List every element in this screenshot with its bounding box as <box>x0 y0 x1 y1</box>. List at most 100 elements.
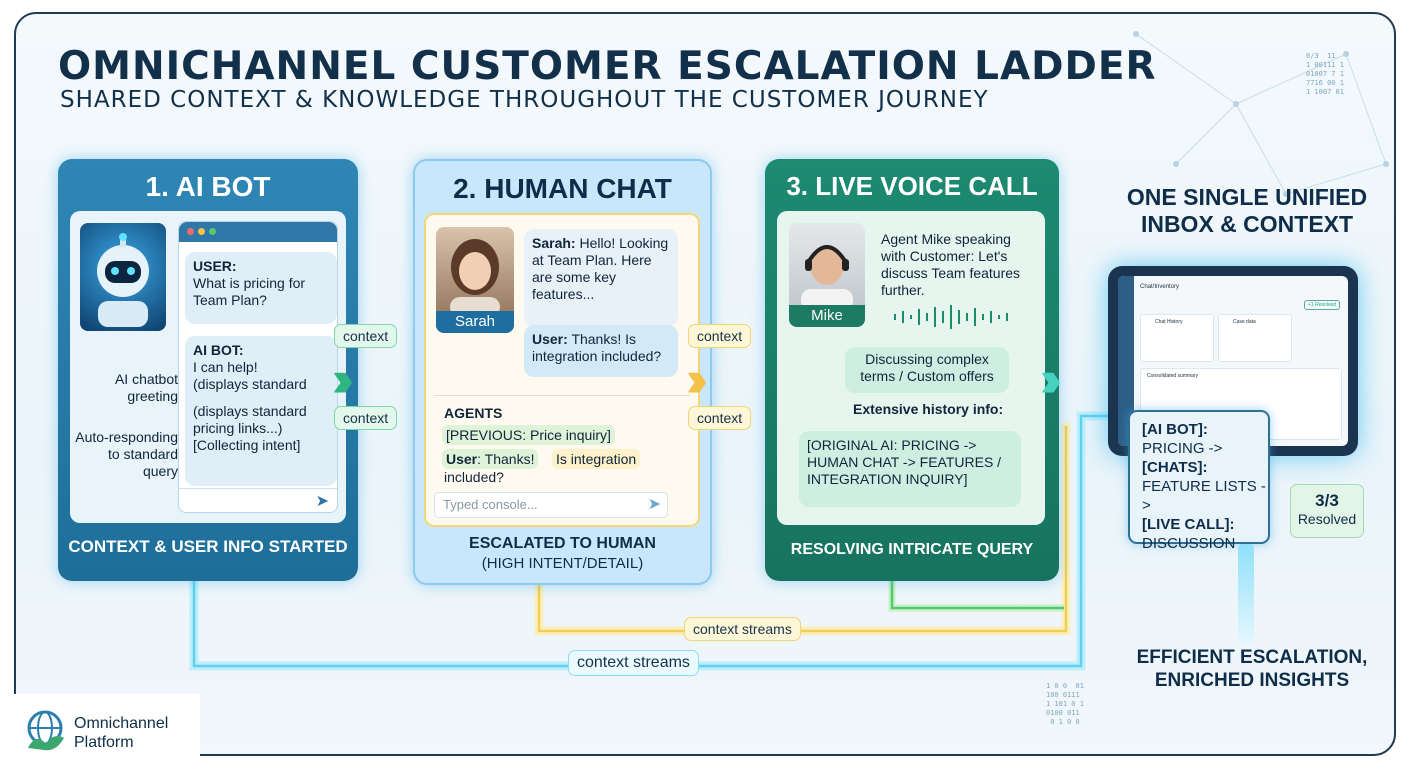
infographic-frame: 0/3 11 1 00111 1 01007 7 1 7716 00 1 1 1… <box>14 12 1396 756</box>
stage-human-chat-title: 2. HUMAN CHAT <box>453 173 672 204</box>
voice-call-inner: Mike Agent Mike speaking with Customer: … <box>777 211 1045 525</box>
bot-chat-window: USER: What is pricing for Team Plan? AI … <box>178 221 338 513</box>
tablet-card-case: Case data <box>1218 314 1292 362</box>
send-icon[interactable]: ➤ <box>315 493 329 510</box>
stage-human-chat-panel: 2. HUMAN CHAT Sarah Sarah: Hello! Lookin… <box>413 159 712 585</box>
bot-text-1: I can help! <box>193 359 258 375</box>
binary-decoration-bottom: 1 0 0 01 100 0111 1 101 0 1 0100 011 0 1… <box>1046 682 1084 726</box>
stage-human-chat-footer: ESCALATED TO HUMAN <box>469 535 656 552</box>
user-message: What is pricing for Team Plan? <box>193 275 306 308</box>
tablet-card-case-label: Case data <box>1233 319 1256 325</box>
bot-text-2: (displays standard <box>193 376 307 392</box>
user-reply-bubble: User: Thanks! Is integration included? <box>524 325 678 377</box>
tablet-sidebar <box>1118 276 1134 446</box>
console-send-icon[interactable]: ➤ <box>647 496 661 513</box>
tablet-header: Chat/Inventory <box>1140 284 1180 290</box>
user-message-bubble: USER: What is pricing for Team Plan? <box>185 252 337 324</box>
user-reply-text: Thanks! Is integration included? <box>532 331 662 364</box>
brand-block: Omnichannel Platform <box>0 694 200 768</box>
mike-name-label: Mike <box>789 305 865 327</box>
ai-bot-inner: USER: What is pricing for Team Plan? AI … <box>70 211 346 523</box>
history-label: Extensive history info: <box>853 401 1004 417</box>
context-tag-2-bottom: context <box>688 406 752 430</box>
history-summary-box: [ORIGINAL AI: PRICING -> HUMAN CHAT -> F… <box>799 431 1021 507</box>
context-tag-1-bottom: context <box>334 406 398 430</box>
globe-leaf-logo-icon <box>27 710 64 751</box>
page-subtitle: SHARED CONTEXT & KNOWLEDGE THROUGHOUT TH… <box>60 87 989 113</box>
network-decoration <box>1133 31 1389 197</box>
sum-call-text: DISCUSSION <box>1142 535 1236 552</box>
unified-footer-line1: EFFICIENT ESCALATION, <box>1136 647 1368 668</box>
context-stream-lines <box>189 411 1131 671</box>
discussing-terms-box: Discussing complex terms / Custom offers <box>845 347 1009 393</box>
unified-footer: EFFICIENT ESCALATION, ENRICHED INSIGHTS <box>1124 646 1380 692</box>
console-placeholder: Typed console... <box>443 497 538 512</box>
chevron-arrows-2-icon: ››› <box>686 351 708 407</box>
soundwave-icon <box>894 305 1008 329</box>
sarah-avatar: Sarah <box>436 227 514 333</box>
unified-footer-line2: ENRICHED INSIGHTS <box>1154 670 1350 691</box>
resolved-count: 3/3 <box>1315 491 1339 510</box>
window-titlebar <box>179 222 337 242</box>
stage-ai-bot-title: 1. AI BOT <box>145 171 271 202</box>
tablet-resolve-button[interactable]: +1 Resolved <box>1304 300 1340 310</box>
user-label: USER: <box>193 258 237 274</box>
unified-title-line2: INBOX & CONTEXT <box>1140 211 1354 237</box>
unified-title-line1: ONE SINGLE UNIFIED <box>1126 184 1368 210</box>
tablet-card-history: Chat History <box>1140 314 1214 362</box>
sum-ai-label: [AI BOT]: <box>1142 421 1208 438</box>
note-auto-responding: Auto-responding to standard query <box>75 429 178 479</box>
user-thanks-tag: User: Thanks! <box>442 449 539 469</box>
stage-human-chat-footer-sub: (HIGH INTENT/DETAIL) <box>481 555 644 572</box>
window-max-dot <box>209 228 216 235</box>
context-tag-2-top: context <box>688 324 752 348</box>
stage-live-voice-footer: RESOLVING INTRICATE QUERY <box>790 541 1034 558</box>
resolved-badge: 3/3 Resolved <box>1290 484 1364 538</box>
sarah-name-label: Sarah <box>436 311 514 333</box>
brand-name-line2: Platform <box>74 734 134 751</box>
inbox-stream-glow <box>1238 544 1254 644</box>
consolidated-summary-box: [AI BOT]: PRICING -> [CHATS]: FEATURE LI… <box>1128 410 1270 552</box>
context-streams-label-yellow: context streams <box>684 617 801 641</box>
stage-live-voice-title: 3. LIVE VOICE CALL <box>786 171 1038 201</box>
chevron-arrows-3-icon: ››› <box>1040 351 1062 407</box>
robot-icon <box>97 233 149 327</box>
bot-input-bar[interactable]: ➤ <box>179 488 337 513</box>
bot-text-4: [Collecting intent] <box>193 437 301 453</box>
bot-label: AI BOT: <box>193 342 244 358</box>
sarah-msg-name: Sarah: <box>532 235 576 251</box>
stage-ai-bot-panel: 1. AI BOT USER: What <box>58 159 358 581</box>
context-tag-1-top: context <box>334 324 398 348</box>
chat-divider <box>434 395 690 396</box>
brand-name-line1: Omnichannel <box>74 715 169 732</box>
agents-label: AGENTS <box>444 405 503 421</box>
chevron-arrows-1-icon: ››› <box>332 351 354 407</box>
stage-live-voice-panel: 3. LIVE VOICE CALL Mike Agent Mike speak… <box>765 159 1059 581</box>
sarah-message-bubble: Sarah: Hello! Looking at Team Plan. Here… <box>524 229 678 327</box>
integration-tag: Is integration <box>552 449 641 469</box>
robot-avatar <box>80 223 166 331</box>
tablet-summary-label: Consolidated summary <box>1147 373 1199 379</box>
user-tag-name: User <box>446 451 478 467</box>
unified-inbox-title: ONE SINGLE UNIFIED INBOX & CONTEXT <box>1112 184 1382 238</box>
brand-name: Omnichannel Platform <box>74 714 168 752</box>
sarah-msg-text: Hello! Looking at Team Plan. Here are so… <box>532 235 669 302</box>
note-chatbot-greeting: AI chatbot greeting <box>114 371 178 404</box>
resolved-label: Resolved <box>1297 511 1357 527</box>
console-input[interactable]: Typed console... ➤ <box>434 492 668 518</box>
sum-chat-label: [CHATS]: <box>1142 459 1208 476</box>
integration-tail: included? <box>444 469 504 485</box>
context-streams-label-blue: context streams <box>568 650 699 676</box>
user-reply-name: User: <box>532 331 568 347</box>
mike-avatar: Mike <box>789 223 865 327</box>
window-close-dot <box>187 228 194 235</box>
bot-message-bubble: AI BOT: I can help! (displays standard (… <box>185 336 337 486</box>
binary-decoration: 0/3 11 1 00111 1 01007 7 1 7716 00 1 1 1… <box>1306 52 1344 96</box>
sum-call-label: [LIVE CALL]: <box>1142 516 1235 533</box>
window-min-dot <box>198 228 205 235</box>
sum-chat-text: FEATURE LISTS -> <box>1142 478 1266 514</box>
agent-speaking-text: Agent Mike speaking with Customer: Let's… <box>881 231 1021 298</box>
sum-ai-text: PRICING -> <box>1142 440 1223 457</box>
page-title: OMNICHANNEL CUSTOMER ESCALATION LADDER <box>58 44 1157 89</box>
previous-inquiry-tag: [PREVIOUS: Price inquiry] <box>442 425 615 445</box>
